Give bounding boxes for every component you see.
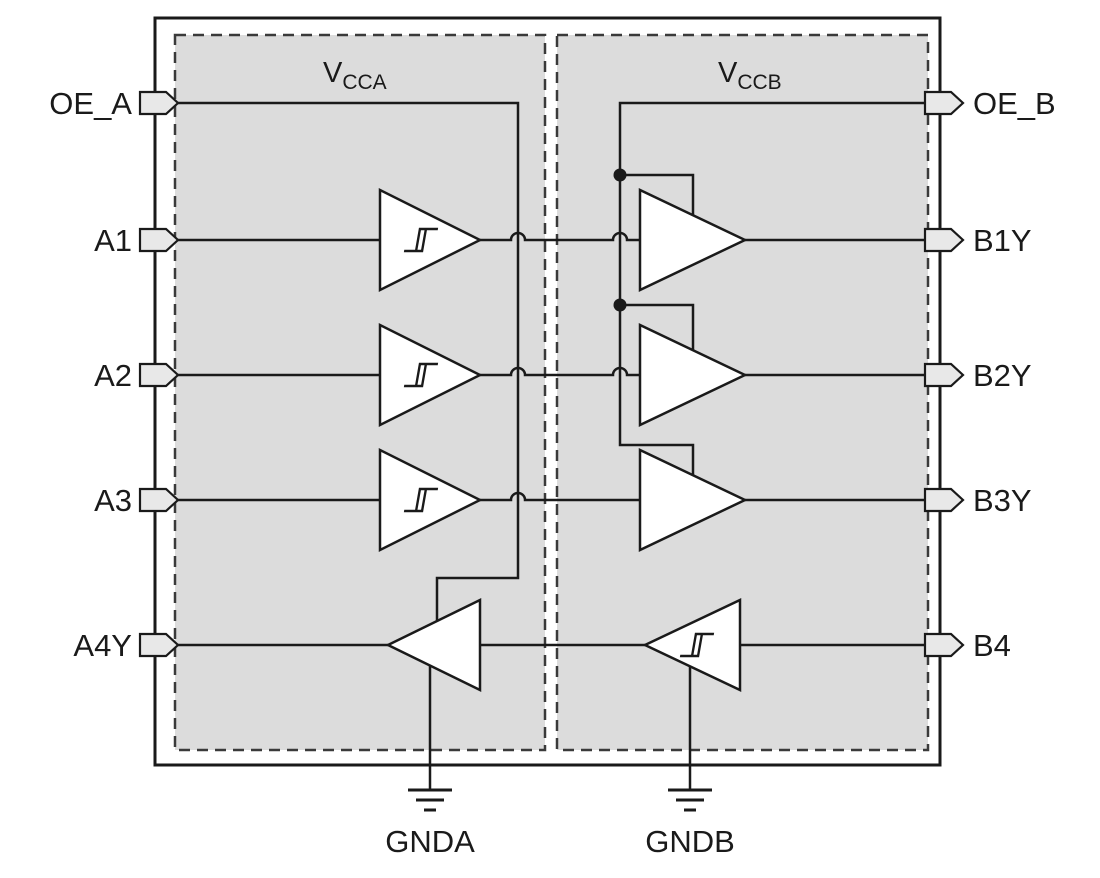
pin-label-a2: A2 <box>94 358 132 393</box>
hysteresis-icon-a2 <box>403 362 439 388</box>
pin-icon-oe-a <box>138 90 180 116</box>
pin-icon-a1 <box>138 227 180 253</box>
junction-dot-icon <box>613 298 627 312</box>
buffer-icon-b2 <box>638 323 748 427</box>
vcca-domain-region <box>173 33 547 752</box>
vcca-label-base: V <box>323 57 343 89</box>
pin-label-b3y: B3Y <box>973 483 1032 518</box>
pin-icon-a4y <box>138 632 180 658</box>
gndb-label: GNDB <box>645 824 735 859</box>
junction-dot-icon <box>613 168 627 182</box>
buffer-icon-b1 <box>638 188 748 292</box>
wire-a3-to-b3 <box>480 491 640 502</box>
vcca-label: VCCA <box>323 57 387 94</box>
schmitt-buffer-icon-a2 <box>378 322 483 428</box>
pin-label-a1: A1 <box>94 223 132 258</box>
wire-a2-to-b2 <box>480 366 640 377</box>
pin-label-oe-a: OE_A <box>49 86 132 121</box>
hysteresis-icon-a1 <box>403 227 439 253</box>
ground-icon-gndb <box>668 788 712 812</box>
wire-oe-b-branch-b1 <box>620 173 695 216</box>
hysteresis-icon-a3 <box>403 487 439 513</box>
buffer-icon-a4y <box>385 597 482 693</box>
pin-icon-a2 <box>138 362 180 388</box>
wire-oe-a-enable <box>178 101 520 621</box>
pin-icon-oe-b <box>923 90 965 116</box>
gnda-label: GNDA <box>385 824 475 859</box>
wire-oe-b-enable <box>618 101 925 476</box>
vccb-label-sub: CCB <box>737 71 781 94</box>
vccb-label-base: V <box>718 57 738 89</box>
pin-icon-b1y <box>923 227 965 253</box>
pin-label-b4: B4 <box>973 628 1011 663</box>
hysteresis-icon-b4 <box>679 632 715 658</box>
vccb-domain-region <box>555 33 930 752</box>
pin-label-b1y: B1Y <box>973 223 1032 258</box>
schmitt-buffer-icon-a1 <box>378 187 483 293</box>
schmitt-buffer-icon-a3 <box>378 447 483 553</box>
wire-a1-to-b1 <box>480 231 640 242</box>
pin-icon-b4 <box>923 632 965 658</box>
pin-icon-a3 <box>138 487 180 513</box>
pin-label-oe-b: OE_B <box>973 86 1056 121</box>
wire-oe-b-branch-b2 <box>620 303 695 351</box>
pin-label-b2y: B2Y <box>973 358 1032 393</box>
pin-icon-b2y <box>923 362 965 388</box>
schmitt-buffer-icon-b4 <box>642 598 742 692</box>
pin-label-a3: A3 <box>94 483 132 518</box>
pin-label-a4y: A4Y <box>73 628 132 663</box>
buffer-icon-b3 <box>638 448 748 552</box>
vcca-label-sub: CCA <box>342 71 386 94</box>
vccb-label: VCCB <box>718 57 782 94</box>
ground-icon-gnda <box>408 788 452 812</box>
pin-icon-b3y <box>923 487 965 513</box>
